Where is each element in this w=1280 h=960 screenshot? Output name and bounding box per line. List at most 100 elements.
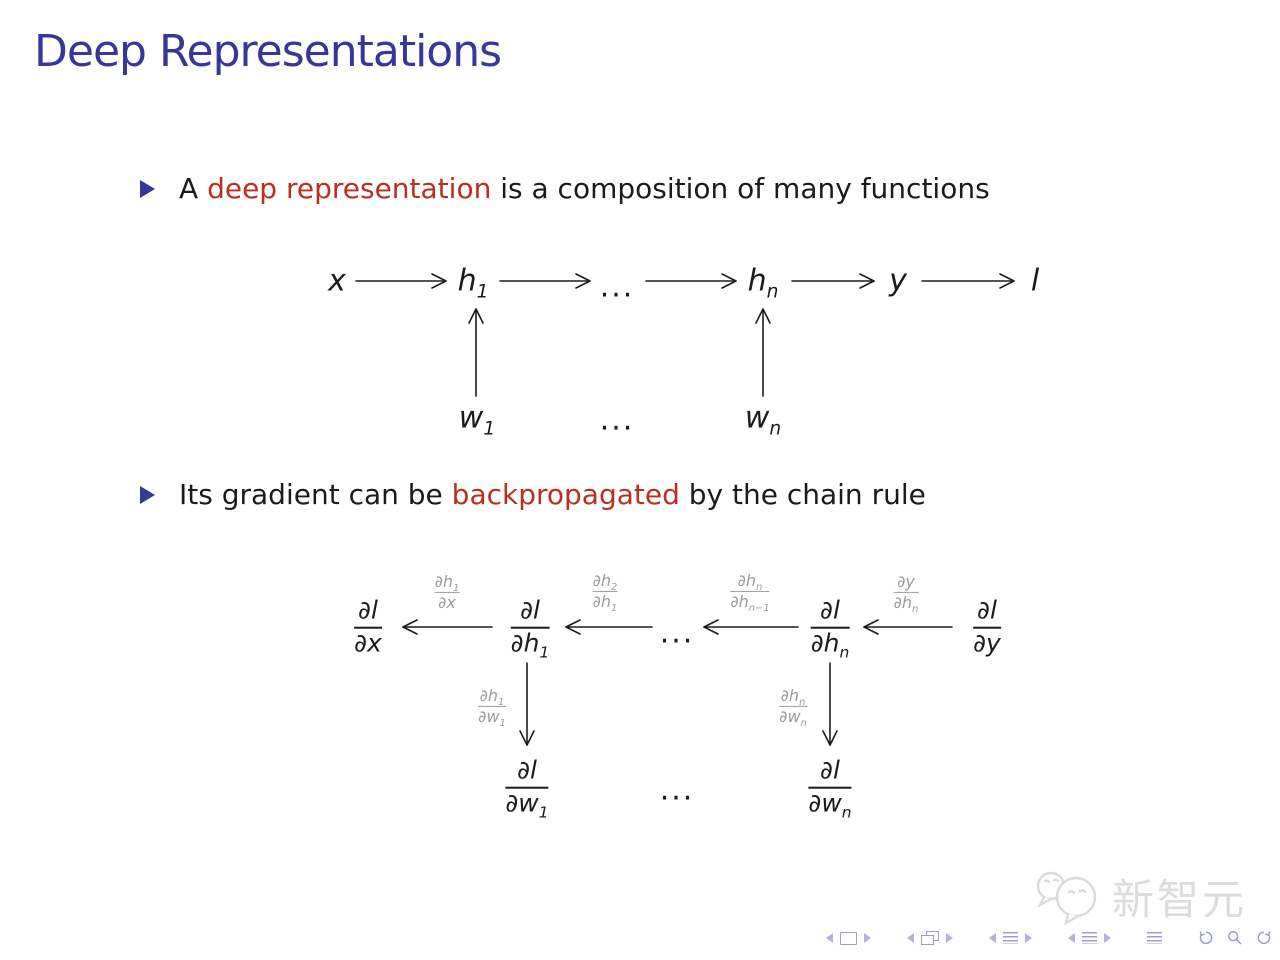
- frac-denominator: ∂x: [438, 592, 456, 612]
- math-base: ∂h: [592, 591, 612, 611]
- frac-dl-dwn: ∂l ∂wn: [808, 755, 852, 820]
- math-sub: 1: [483, 418, 496, 440]
- math-sub: n: [912, 603, 919, 615]
- frac-denominator: ∂wn: [779, 706, 807, 729]
- forward-arrow-h1-dots: [499, 273, 591, 289]
- frac-numerator: ∂l: [820, 755, 840, 785]
- fraction-bar: [893, 591, 919, 593]
- frac-numerator: ∂l: [820, 595, 840, 625]
- fraction-bar: [810, 626, 850, 629]
- back-arrow-dh1-dx: [402, 619, 493, 635]
- prev-slide-arrow-icon[interactable]: [826, 933, 833, 943]
- frac-dl-dy: ∂l ∂y: [973, 595, 1001, 658]
- chain-dots: ...: [599, 269, 635, 305]
- math-sub: 1: [538, 803, 549, 822]
- back-arrow-dy-dhn: [863, 619, 953, 635]
- math-sub: 1: [499, 717, 506, 729]
- prev-frame-arrow-icon[interactable]: [907, 933, 914, 943]
- label-dhn-dwn: ∂hn ∂wn: [779, 685, 807, 729]
- fraction-bar: [779, 705, 807, 707]
- frac-numerator: ∂l: [977, 595, 997, 625]
- math-base: ∂y: [897, 571, 915, 591]
- search-icon[interactable]: [1227, 930, 1243, 946]
- math-base: ∂h: [479, 685, 499, 705]
- frac-numerator: ∂l: [520, 595, 540, 625]
- frac-numerator: ∂l: [517, 755, 537, 785]
- slide-icon[interactable]: [840, 931, 857, 945]
- forward-icon[interactable]: [1256, 930, 1272, 946]
- frac-dl-dx: ∂l ∂x: [354, 596, 382, 658]
- math-base: ∂h: [737, 570, 757, 590]
- back-arrow-dh2-dh1: [565, 619, 653, 635]
- math-base: ∂w: [779, 706, 801, 726]
- math-base: ∂h: [730, 591, 749, 611]
- down-arrow-dl-dwn: [822, 662, 838, 746]
- math-sub: n: [800, 717, 807, 729]
- label-dh1-dw1: ∂h1 ∂w1: [478, 685, 506, 728]
- frac-numerator: ∂h2: [592, 570, 618, 593]
- math-sub: n: [766, 281, 779, 303]
- frac-dl-dhn: ∂l ∂hn: [810, 595, 850, 660]
- bullet-backpropagated: Its gradient can be backpropagated by th…: [140, 478, 926, 511]
- chain-node-h1: h1: [457, 263, 489, 302]
- bullet-highlight: deep representation: [207, 172, 492, 205]
- wechat-mascot-logo-icon: [1036, 871, 1097, 926]
- prev-subsection-arrow-icon[interactable]: [989, 933, 996, 943]
- chain-node-wn: wn: [744, 400, 781, 439]
- bullet-triangle-icon: [140, 486, 155, 504]
- chain-node-x: x: [328, 263, 346, 299]
- math-sub: 1: [476, 281, 489, 303]
- math-base: ∂h: [434, 571, 454, 591]
- fraction-bar: [434, 591, 460, 593]
- math-sub: n: [799, 697, 806, 709]
- frac-numerator: ∂h1: [479, 685, 505, 708]
- back-icon[interactable]: [1198, 930, 1214, 946]
- next-section-arrow-icon[interactable]: [1104, 933, 1111, 943]
- frac-denominator: ∂w1: [505, 789, 548, 820]
- forward-arrow-y-l: [921, 273, 1015, 289]
- bullet-text-post: by the chain rule: [679, 478, 926, 511]
- chain-node-hn: hn: [747, 263, 779, 302]
- section-list-icon[interactable]: [1082, 932, 1097, 944]
- bullet-text-pre: A: [179, 172, 208, 205]
- next-frame-arrow-icon[interactable]: [946, 933, 953, 943]
- math-sub: 1: [453, 583, 460, 595]
- math-base: ∂h: [592, 570, 612, 590]
- up-arrow-w1-h1: [468, 308, 484, 397]
- label-dh2-dh1: ∂h2 ∂h1: [592, 570, 618, 613]
- forward-arrow-hn-y: [791, 273, 875, 289]
- bullet-triangle-icon: [140, 180, 155, 198]
- bullet-deep-representation: A deep representation is a composition o…: [140, 172, 990, 205]
- appendix-list-icon[interactable]: [1147, 932, 1162, 944]
- brand-text: 新智元: [1112, 875, 1248, 924]
- math-base: h: [747, 263, 767, 299]
- math-sub: n: [769, 418, 782, 440]
- next-slide-arrow-icon[interactable]: [864, 933, 871, 943]
- fraction-bar: [730, 590, 770, 592]
- next-subsection-arrow-icon[interactable]: [1025, 933, 1032, 943]
- math-base: ∂h: [780, 685, 800, 705]
- prev-section-arrow-icon[interactable]: [1068, 933, 1075, 943]
- math-base: ∂h: [510, 628, 540, 658]
- math-sub: 1: [611, 602, 618, 614]
- fraction-bar: [478, 705, 506, 707]
- slide-title: Deep Representations: [34, 26, 502, 77]
- math-base: w: [744, 400, 770, 436]
- fraction-bar: [354, 626, 382, 629]
- fraction-bar: [592, 590, 618, 592]
- nav-group-section: [1068, 932, 1111, 944]
- math-base: h: [457, 263, 477, 299]
- bullet-text: A deep representation is a composition o…: [179, 172, 990, 205]
- fraction-bar: [510, 626, 550, 629]
- math-base: ∂w: [808, 788, 842, 818]
- math-sub: 1: [539, 643, 550, 662]
- subsection-list-icon[interactable]: [1003, 932, 1018, 944]
- frac-numerator: ∂hn: [780, 685, 806, 709]
- frac-dl-dh1: ∂l ∂h1: [510, 595, 550, 662]
- frames-icon[interactable]: [921, 931, 939, 945]
- nav-group-slide: [826, 931, 871, 945]
- frac-denominator: ∂hn: [894, 593, 919, 615]
- chain-node-w1: w1: [459, 401, 495, 439]
- math-base: ∂x: [438, 592, 456, 612]
